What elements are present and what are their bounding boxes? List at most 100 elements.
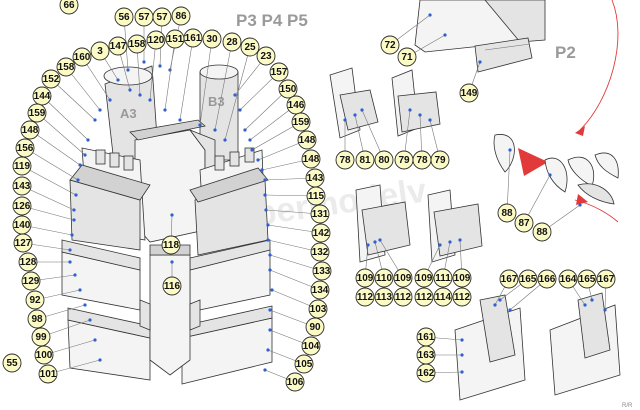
part-number-label: 72: [384, 40, 396, 51]
part-number-label: 140: [14, 220, 31, 231]
castle-assembly: A3 B3: [61, 64, 273, 385]
callout-bubble: [291, 112, 311, 132]
callout-leader-line: [224, 46, 251, 141]
leader-target-dot: [72, 218, 76, 222]
part-number-label: 88: [501, 208, 513, 219]
leader-target-dot: [438, 243, 442, 247]
part-callout: 156: [15, 138, 35, 158]
callout-bubble: [374, 287, 394, 307]
part-number-label: 86: [175, 11, 187, 22]
part-callout: 119: [12, 156, 32, 176]
part-callout: 66: [59, 0, 79, 15]
callout-bubble: [162, 276, 182, 296]
part-callout: 112: [452, 287, 472, 307]
part-callout: 158: [127, 34, 147, 54]
callout-bubble: [108, 36, 128, 56]
part-number-label: 142: [313, 228, 330, 239]
pages-heading: P3 P4 P5: [236, 11, 308, 30]
part-callout: 81: [355, 150, 375, 170]
callout-bubble: [310, 242, 330, 262]
callout-bubble: [34, 345, 54, 365]
roof-pieces: [493, 134, 619, 205]
callout-bubble: [294, 354, 314, 374]
part-callout: 109: [414, 268, 434, 288]
callout-leader-line: [21, 185, 75, 211]
callout-bubble: [161, 235, 181, 255]
callout-bubble: [90, 41, 110, 61]
callout-bubble: [222, 32, 242, 52]
callout-bubble: [305, 317, 325, 337]
part-callout: 57: [152, 7, 172, 27]
leader-target-dot: [590, 298, 594, 302]
part-number-label: 92: [29, 295, 41, 306]
leader-target-dot: [268, 253, 272, 257]
part-number-label: 115: [308, 191, 325, 202]
leader-target-dot: [260, 168, 264, 172]
part-callout: 100: [34, 345, 54, 365]
part-callout: 143: [12, 176, 32, 196]
part-number-label: 146: [288, 100, 305, 111]
callout-bubble: [38, 364, 58, 384]
part-number-label: 165: [579, 274, 596, 285]
part-callout: 3: [90, 41, 110, 61]
callout-bubble: [202, 29, 222, 49]
callout-bubble: [72, 47, 92, 67]
leader-target-dot: [78, 163, 82, 167]
part-number-label: 159: [29, 108, 46, 119]
part-callout: 56: [114, 7, 134, 27]
part-number-label: 163: [418, 350, 435, 361]
cylinder-a3-label: A3: [120, 106, 137, 121]
part-number-label: 99: [35, 332, 47, 343]
callout-bubble: [577, 269, 597, 289]
part-number-label: 88: [536, 227, 548, 238]
part-number-label: 109: [416, 273, 433, 284]
part-callout: 57: [134, 7, 154, 27]
corner-mark: R/R: [622, 403, 633, 409]
part-callout: 30: [202, 29, 222, 49]
part-callout: 55: [2, 353, 22, 373]
part-callout: 112: [393, 287, 413, 307]
part-callout: 105: [294, 354, 314, 374]
part-callout: 116: [162, 276, 182, 296]
part-callout: 99: [31, 327, 51, 347]
leader-target-dot: [198, 123, 202, 127]
callout-bubble: [21, 271, 41, 291]
callout-bubble: [355, 287, 375, 307]
leader-target-dot: [378, 238, 382, 242]
leader-target-dot: [178, 118, 182, 122]
part-number-label: 156: [17, 143, 34, 154]
leader-target-dot: [418, 113, 422, 117]
callout-leader-line: [164, 38, 176, 111]
leader-target-dot: [223, 138, 227, 142]
leader-target-dot: [478, 60, 482, 64]
callout-bubble: [430, 150, 450, 170]
leader-target-dot: [148, 98, 152, 102]
leader-target-dot: [163, 108, 167, 112]
part-number-label: 147: [110, 41, 127, 52]
leader-target-dot: [83, 153, 87, 157]
part-callout: 147: [108, 36, 128, 56]
leader-target-dot: [126, 68, 130, 72]
leader-target-dot: [263, 193, 267, 197]
part-callout: 88: [532, 222, 552, 242]
part-number-label: 126: [14, 201, 31, 212]
part-number-label: 134: [312, 285, 329, 296]
part-number-label: 112: [454, 292, 471, 303]
leader-target-dot: [256, 158, 260, 162]
callout-bubble: [518, 269, 538, 289]
callout-bubble: [56, 57, 76, 77]
part-callout: 152: [41, 69, 61, 89]
assembly-arrows: [518, 0, 619, 223]
leader-target-dot: [93, 118, 97, 122]
leader-target-dot: [373, 240, 377, 244]
part-number-label: 78: [339, 155, 351, 166]
callout-bubble: [59, 0, 79, 15]
callout-bubble: [380, 35, 400, 55]
callout-bubble: [269, 62, 289, 82]
leader-target-dot: [250, 148, 254, 152]
part-callout: 166: [537, 269, 557, 289]
part-number-label: 161: [185, 33, 202, 44]
callout-bubble: [297, 130, 317, 150]
leader-target-dot: [98, 108, 102, 112]
